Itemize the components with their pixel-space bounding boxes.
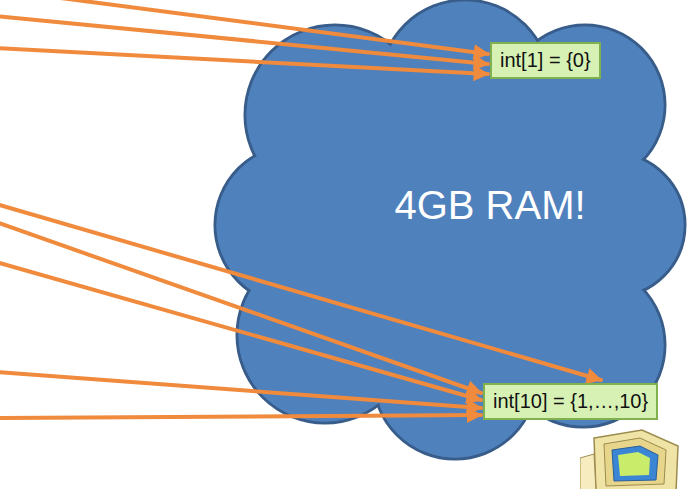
memory-label: 4GB RAM!: [394, 183, 585, 228]
memory-box: int[10] = {1,…,10}: [483, 383, 658, 420]
memory-box: int[1] = {0}: [490, 42, 601, 79]
pointer-arrow: [0, 415, 481, 418]
array-label: int[1] = {0}: [500, 48, 591, 73]
pointer-arrow: [0, 16, 488, 64]
cloud-shape: int[1] = {0} int[10] = {1,…,10} 4GB RAM!: [215, 5, 685, 460]
pointer-arrow: [0, 222, 481, 393]
pointer-arrow: [0, 204, 601, 380]
pointer-arrow: [0, 372, 481, 408]
computer-icon: [580, 428, 689, 489]
array-label: int[10] = {1,…,10}: [493, 389, 648, 414]
pointer-arrow: [0, 262, 481, 400]
pointer-arrow: [30, 0, 488, 54]
pointer-arrow: [0, 48, 488, 74]
